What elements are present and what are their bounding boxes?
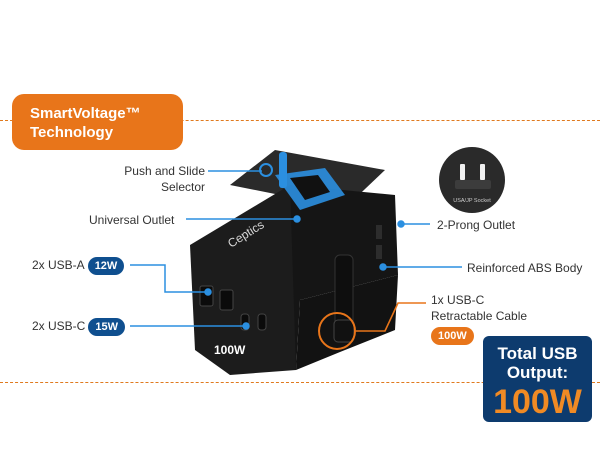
usb-c-watt-pill: 15W bbox=[88, 318, 125, 336]
usb-a-watt-pill: 12W bbox=[87, 257, 125, 275]
universal-outlet-label: Universal Outlet bbox=[89, 213, 175, 227]
push-slide-selector-label: Push and Slide Selector bbox=[120, 163, 205, 195]
top-dashed-line bbox=[0, 120, 600, 121]
total-usb-output-box: Total USB Output: 100W bbox=[483, 336, 592, 422]
usa-jp-socket-icon bbox=[439, 147, 505, 213]
total-line-2: Output: bbox=[506, 363, 569, 382]
usb-a-text: 2x USB-A bbox=[32, 258, 85, 273]
retractable-cable-label: 1x USB-C Retractable Cable 100W bbox=[431, 292, 527, 345]
retract-line-1: 1x USB-C bbox=[431, 293, 485, 307]
retract-watt-pill: 100W bbox=[431, 327, 474, 345]
push-slide-line-2: Selector bbox=[160, 180, 205, 194]
retract-line-2: Retractable Cable bbox=[431, 309, 528, 323]
device-wattage-text: 100W bbox=[214, 343, 246, 357]
bottom-dashed-line bbox=[0, 382, 600, 383]
cable-leader-line bbox=[318, 302, 426, 350]
total-line-1: Total USB bbox=[497, 344, 578, 363]
badge-line-2: Technology bbox=[30, 124, 114, 141]
total-value: 100W bbox=[493, 383, 582, 421]
socket-caption: USA/JP Socket bbox=[453, 198, 491, 204]
badge-line-1: SmartVoltage™ bbox=[30, 105, 141, 122]
reinforced-abs-body-label: Reinforced ABS Body bbox=[467, 261, 583, 275]
two-prong-outlet-label: 2-Prong Outlet bbox=[437, 218, 516, 232]
adapter-device bbox=[190, 150, 398, 375]
push-slide-line-1: Push and Slide bbox=[124, 164, 205, 178]
smartvoltage-badge: SmartVoltage™ Technology bbox=[12, 94, 183, 150]
leader-lines bbox=[130, 163, 462, 330]
usb-c-text: 2x USB-C bbox=[32, 319, 86, 334]
